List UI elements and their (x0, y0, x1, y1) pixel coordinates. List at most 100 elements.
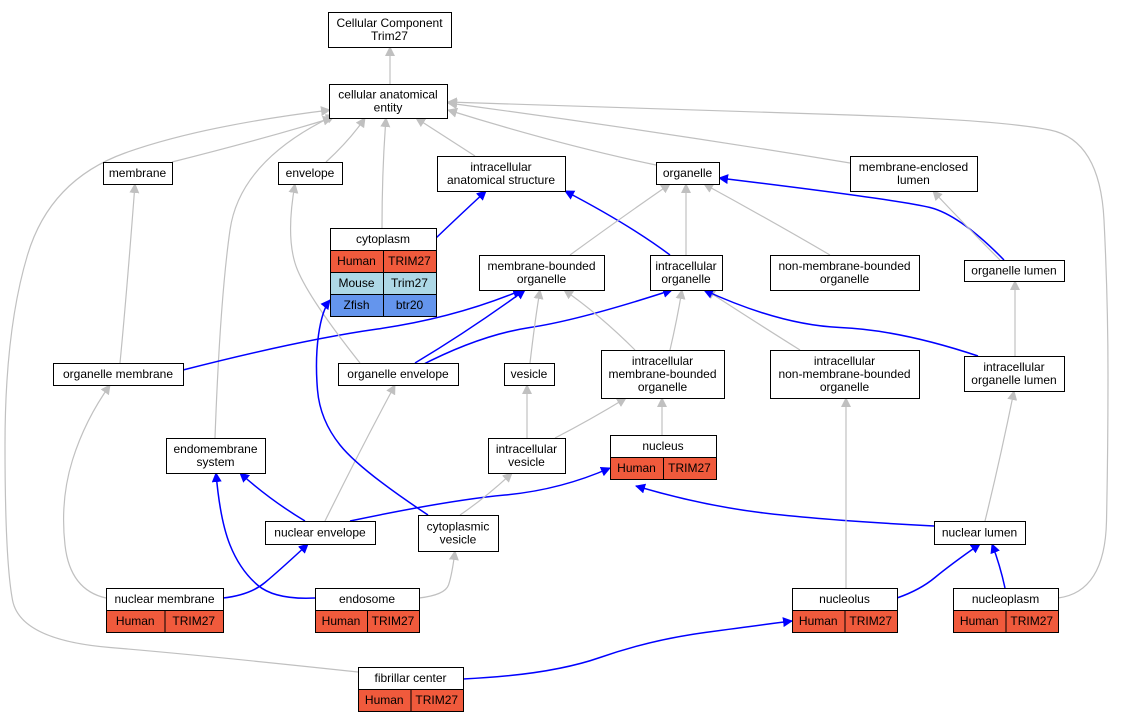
node-box (328, 12, 452, 48)
node-box (329, 84, 448, 119)
node-label: endomembrane (173, 442, 257, 456)
node-label: organelle envelope (347, 367, 449, 381)
edge-nl-to-iol-is-a (984, 390, 1018, 522)
node-envelope[interactable]: envelope (278, 162, 343, 185)
edge-fc-to-cae-is-a (4, 106, 359, 673)
node-om[interactable]: organelle membrane (53, 363, 184, 386)
edge-envelope-to-cae-is-a (325, 117, 366, 163)
gene-cell (1005, 610, 1059, 633)
edges-layer (4, 46, 1109, 680)
node-label: intracellular (655, 259, 716, 273)
edge-nucleoplasm-to-nl-part-of (990, 543, 1006, 589)
edge-om-to-membrane-is-a (119, 183, 140, 364)
edge-mel-to-cae-is-a (447, 99, 851, 164)
gene-cell (410, 689, 464, 712)
node-box (479, 255, 605, 291)
edge-nm-to-ne-part-of (222, 543, 309, 599)
node-oe[interactable]: organelle envelope (338, 363, 459, 386)
node-box (934, 521, 1026, 545)
edge-ne-to-ems-part-of (239, 472, 306, 522)
node-label: membrane (109, 166, 167, 180)
node-ne[interactable]: nuclear envelope (265, 521, 376, 545)
edge-ol-to-mel-is-a (932, 190, 1001, 261)
node-label: fibrillar center (374, 671, 446, 685)
node-box (418, 515, 499, 552)
gene-cell (844, 610, 898, 633)
node-label: organelle membrane (63, 367, 173, 381)
node-label: organelle lumen (971, 373, 1056, 387)
edge-organelle-to-cae-is-a (447, 107, 657, 166)
node-box (770, 255, 920, 291)
node-label: membrane-bounded (608, 367, 716, 381)
species-label: Human (116, 614, 155, 628)
node-box (964, 260, 1065, 282)
node-label: membrane-enclosed (859, 160, 968, 174)
gene-label: TRIM27 (172, 614, 215, 628)
gene-cell (383, 294, 437, 317)
node-label: envelope (286, 166, 335, 180)
node-inmbo[interactable]: intracellularnon-membrane-boundedorganel… (770, 350, 920, 399)
edge-mbo-to-organelle-is-a (569, 183, 671, 256)
edge-iol-to-io-part-of (703, 289, 979, 357)
species-label: Human (960, 614, 999, 628)
node-label: intracellular (814, 354, 875, 368)
gene-label: TRIM27 (668, 461, 711, 475)
edge-endosome-to-cv-is-a (418, 550, 459, 599)
node-label: vesicle (511, 367, 548, 381)
node-organelle[interactable]: organelle (656, 162, 720, 185)
node-box (650, 255, 723, 291)
node-label: organelle (517, 272, 567, 286)
edge-imbo-to-io-is-a (669, 289, 686, 351)
node-vesicle[interactable]: vesicle (504, 363, 555, 386)
edge-nm-to-om-is-a (62, 384, 111, 599)
node-box (488, 438, 566, 474)
species-label: Human (365, 693, 404, 707)
node-label: Cellular Component (336, 16, 443, 30)
node-label: organelle (820, 380, 870, 394)
node-membrane[interactable]: membrane (103, 162, 173, 185)
edge-inmbo-to-io-is-a (705, 289, 801, 351)
edge-nucleoplasm-to-cae-is-a (447, 97, 1109, 599)
node-label: cellular anatomical (338, 88, 437, 102)
node-label: lumen (897, 173, 930, 187)
node-label: intracellular (496, 442, 557, 456)
node-box (850, 156, 978, 192)
node-label: Trim27 (371, 29, 408, 43)
edge-oe-to-envelope-is-a (288, 183, 361, 364)
node-ol[interactable]: organelle lumen (964, 260, 1065, 282)
edge-io-to-ias-part-of (564, 190, 671, 256)
edge-ias-to-cae-is-a (415, 117, 476, 157)
gene-cell (663, 457, 717, 480)
node-label: organelle (820, 272, 870, 286)
node-nl[interactable]: nuclear lumen (934, 521, 1026, 545)
node-label: nuclear lumen (942, 526, 1017, 540)
gene-label: TRIM27 (372, 614, 415, 628)
node-box (278, 162, 343, 185)
node-label: organelle lumen (971, 264, 1056, 278)
species-label: Zfish (343, 298, 369, 312)
edge-nucleolus-to-nl-part-of (896, 543, 981, 599)
